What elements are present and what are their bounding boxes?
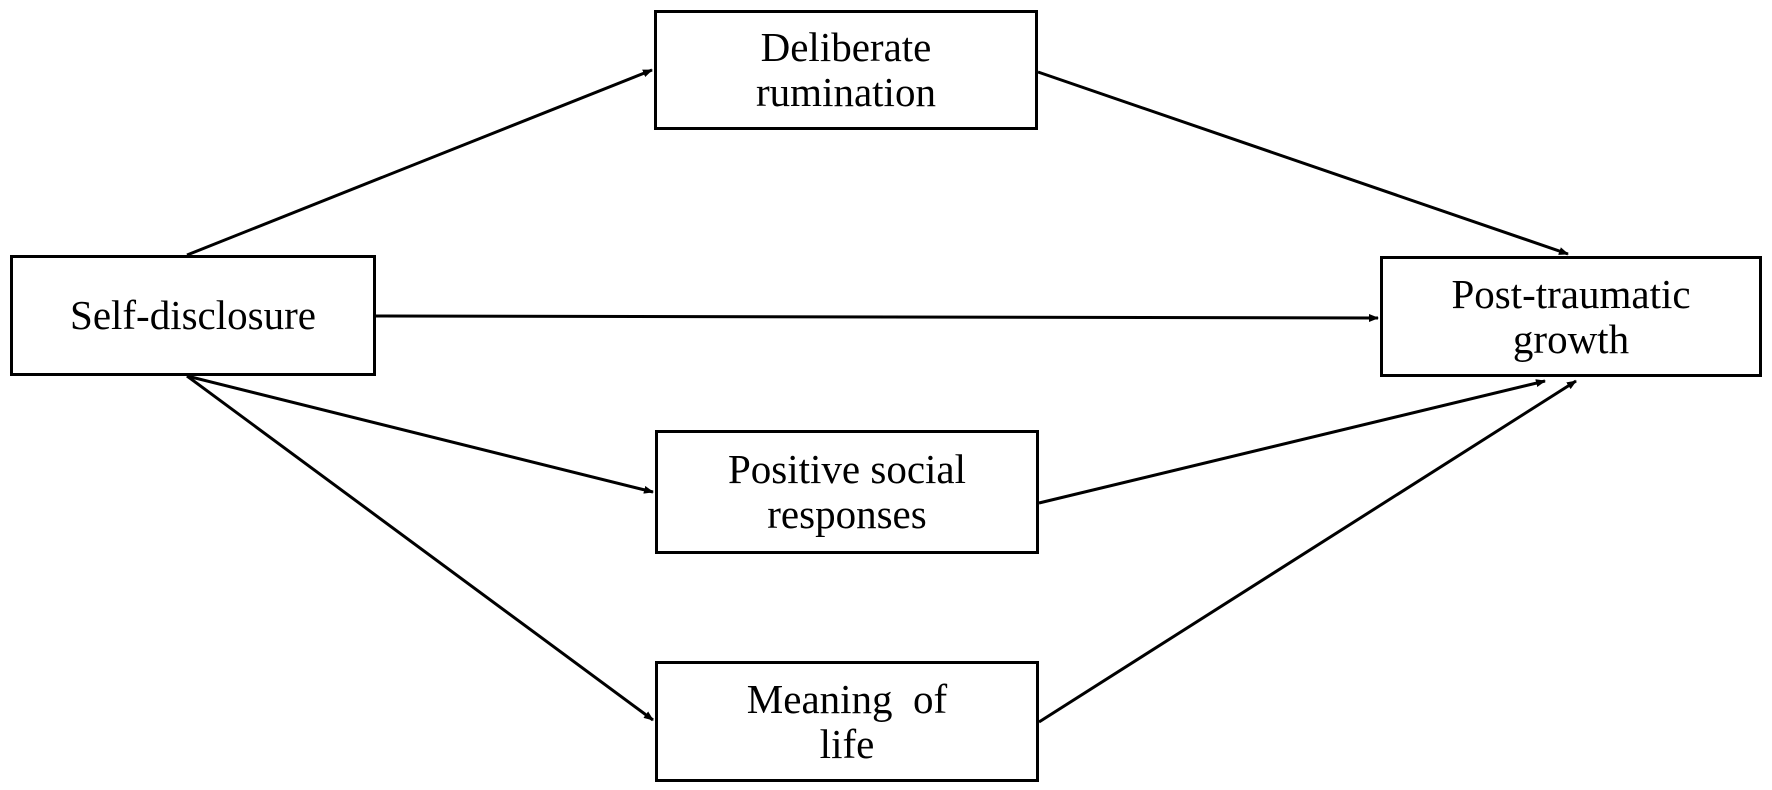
deliberate-rumination-label-line-2: rumination xyxy=(756,69,936,115)
meaning-of-life-label-line-1: Meaning of xyxy=(746,675,948,722)
self-disclosure-box: Self-disclosure xyxy=(10,255,376,376)
positive-social-responses-label-line-2: responses xyxy=(767,491,927,537)
arrow-self-disclosure-to-positive-social-responses xyxy=(186,374,654,494)
meaning-of-life-label-line-2: life xyxy=(819,720,875,767)
post-traumatic-growth-box: Post-traumatic growth xyxy=(1380,256,1762,377)
self-disclosure-label: Self-disclosure xyxy=(70,292,316,338)
deliberate-rumination-label-line-1: Deliberate xyxy=(760,24,932,70)
arrow-positive-social-responses-to-post-traumatic-growth xyxy=(1038,379,1546,505)
positive-social-responses-label-line-1: Positive social xyxy=(727,446,966,492)
arrow-self-disclosure-to-deliberate-rumination xyxy=(186,68,653,257)
deliberate-rumination-box: Deliberate rumination xyxy=(654,10,1038,130)
arrow-self-disclosure-to-meaning-of-life xyxy=(186,374,654,722)
meaning-of-life-box: Meaning of life xyxy=(655,661,1039,782)
post-traumatic-growth-label-line-1: Post-traumatic xyxy=(1451,270,1691,317)
arrow-self-disclosure-to-post-traumatic-growth xyxy=(375,313,1379,322)
arrow-deliberate-rumination-to-post-traumatic-growth xyxy=(1037,70,1569,256)
arrow-meaning-of-life-to-post-traumatic-growth xyxy=(1038,379,1577,724)
positive-social-responses-box: Positive social responses xyxy=(655,430,1039,554)
post-traumatic-growth-label-line-2: growth xyxy=(1512,315,1630,362)
